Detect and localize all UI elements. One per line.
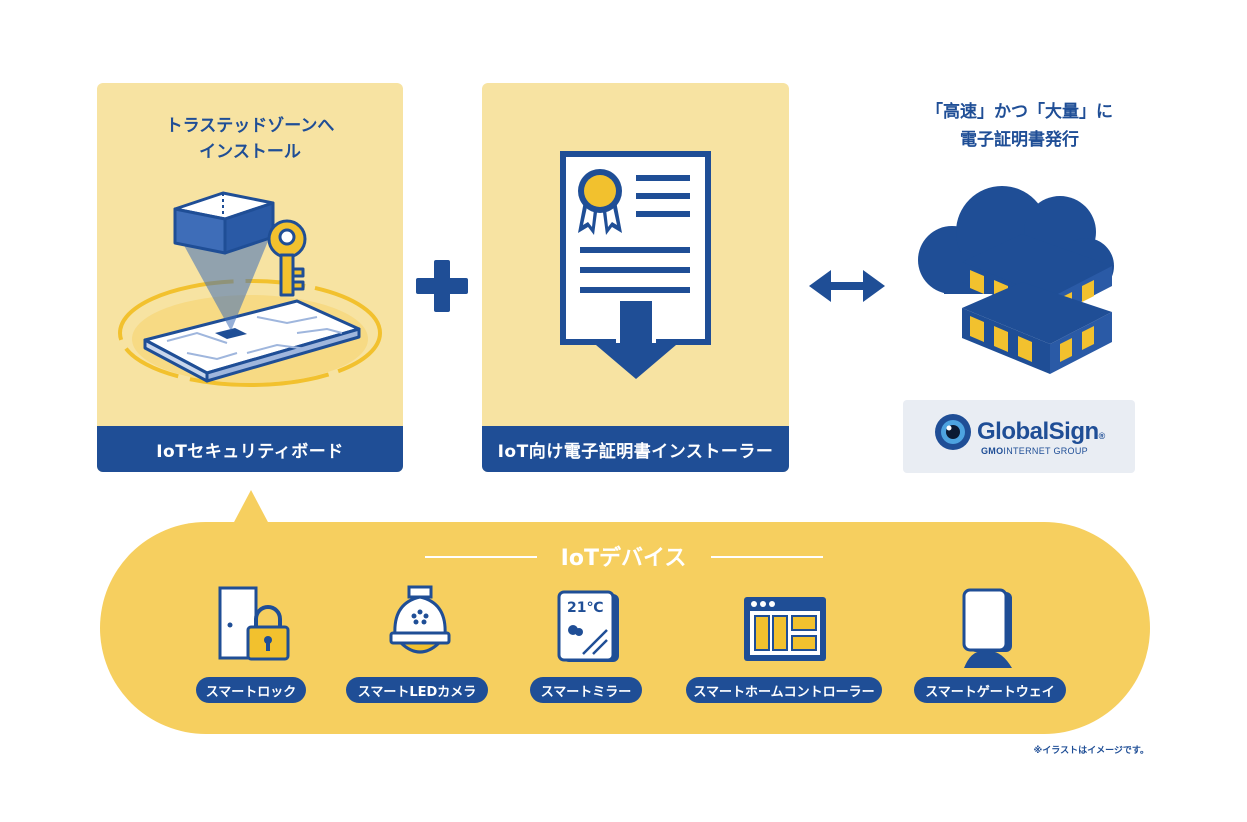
cloud-datacenter-icon <box>918 186 1114 374</box>
gmo-group-text: INTERNET GROUP <box>1003 446 1088 456</box>
device-label-smart-mirror: スマートミラー <box>530 677 642 703</box>
mirror-temperature: 21℃ <box>567 600 603 616</box>
title-rule-right <box>711 556 823 558</box>
security-board-card: トラステッドゾーンへ インストール <box>97 83 403 472</box>
device-label-gateway: スマートゲートウェイ <box>914 677 1066 703</box>
security-board-label: IoTセキュリティボード <box>97 426 403 472</box>
device-label-smart-lock: スマートロック <box>196 677 306 703</box>
trusted-zone-board-illustration <box>118 191 382 387</box>
smart-mirror-icon: 21℃ <box>557 590 619 662</box>
plus-icon <box>416 260 468 312</box>
registered-mark: ® <box>1098 431 1106 441</box>
smart-lock-icon <box>218 586 290 661</box>
illustration-note: ※イラストはイメージです。 <box>1033 746 1150 756</box>
board-card-title: トラステッドゾーンへ インストール <box>165 116 335 162</box>
iot-devices-title: IoTデバイス <box>560 546 687 571</box>
installer-label: IoT向け電子証明書インストーラー <box>482 426 789 472</box>
title-rule-left <box>425 556 537 558</box>
certificate-document-icon <box>560 151 711 379</box>
bubble-pointer <box>233 490 269 524</box>
home-controller-icon <box>744 597 826 661</box>
globalsign-logo: GlobalSign® GMOINTERNET GROUP <box>903 400 1135 473</box>
globalsign-eye-icon <box>935 414 971 450</box>
device-label-led-camera: スマートLEDカメラ <box>346 677 488 703</box>
device-label-home-controller: スマートホームコントローラー <box>686 677 882 703</box>
double-arrow-icon <box>809 270 885 302</box>
gmo-mark: GMO <box>981 446 1004 456</box>
gateway-icon <box>962 588 1012 668</box>
issuance-title: 「高速」かつ「大量」に 電子証明書発行 <box>926 102 1113 150</box>
certificate-installer-card: IoT向け電子証明書インストーラー <box>482 83 789 472</box>
led-camera-icon <box>389 585 451 654</box>
globalsign-name: GlobalSign <box>977 418 1099 445</box>
